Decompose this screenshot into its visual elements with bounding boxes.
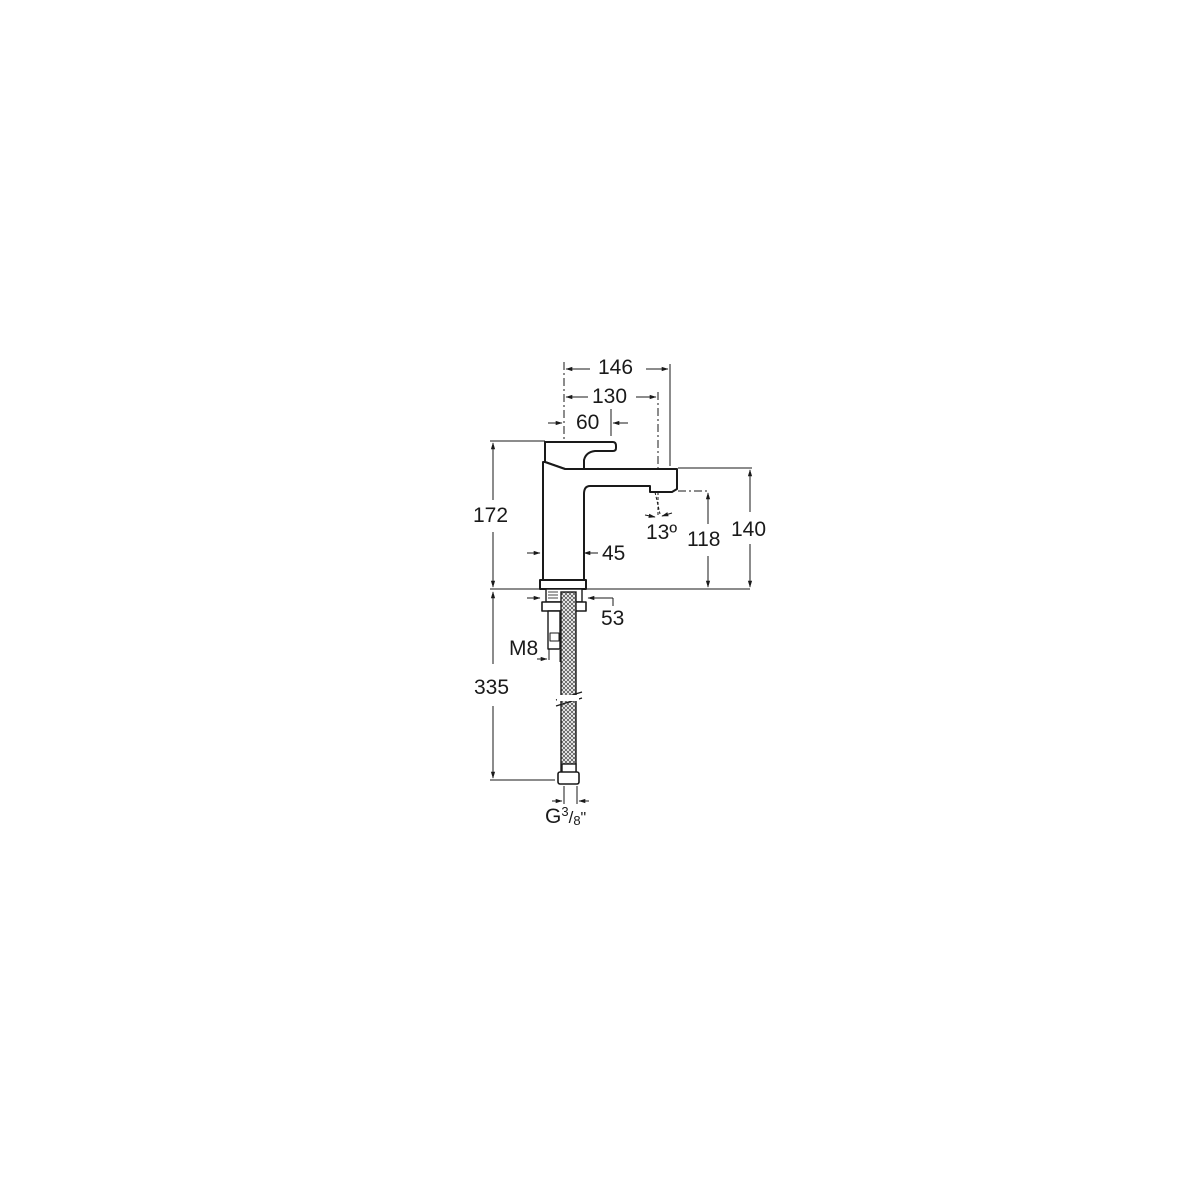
dim-label-335: 335 [474, 676, 510, 699]
lever-handle [544, 441, 617, 470]
dim-label-172: 172 [473, 504, 509, 527]
hose-connector [557, 771, 580, 785]
dim-label-g38: G3/8" [545, 804, 587, 828]
base-collar [539, 579, 587, 590]
spout-body [542, 461, 678, 581]
dim-label-13-degree: 13º [646, 521, 678, 544]
m8-stud [547, 610, 561, 650]
dim-label-130: 130 [592, 385, 628, 408]
dim-label-118: 118 [687, 528, 721, 551]
dim-label-45: 45 [602, 542, 626, 565]
dim-label-m8: M8 [509, 637, 539, 660]
thread-denominator: 8 [573, 813, 581, 828]
thread-slash: / [568, 808, 574, 827]
dim-label-146: 146 [598, 356, 634, 379]
flex-hose [560, 591, 577, 773]
dim-label-60: 60 [576, 411, 600, 434]
thread-suffix: " [580, 810, 587, 827]
thread-numerator: 3 [561, 804, 569, 819]
thread-prefix: G [545, 805, 562, 828]
dim-label-140: 140 [731, 518, 767, 541]
dim-label-53: 53 [601, 607, 625, 630]
